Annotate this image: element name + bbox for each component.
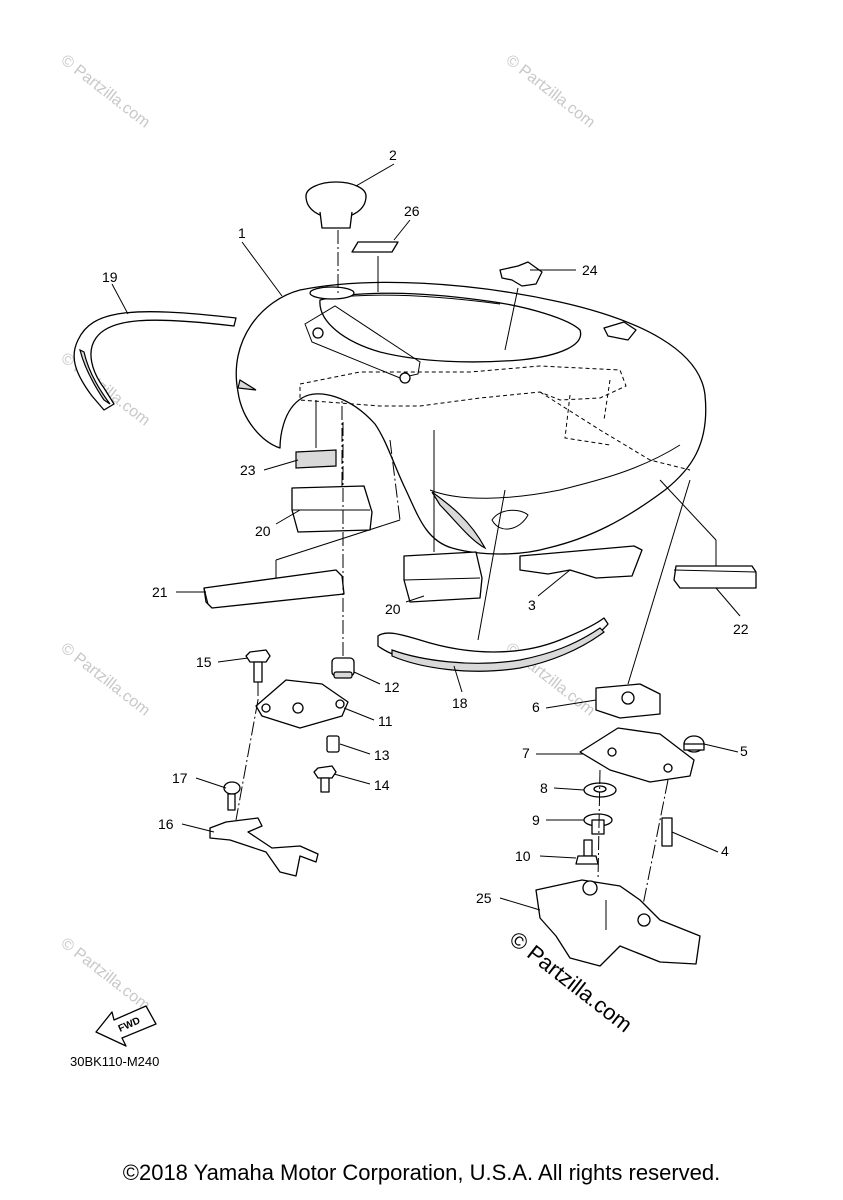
- watermark-text: © Partzilla.com: [58, 935, 153, 1015]
- label-26: [351, 241, 399, 253]
- trim-strip-18: [377, 489, 609, 672]
- damper-22: [659, 479, 757, 589]
- pad-23: [295, 449, 337, 469]
- callout-22: 22: [733, 621, 749, 637]
- callout-3: 3: [528, 597, 536, 613]
- callout-labels: 1 2 3 4 5 6 7 8 9 10 11 12 13 14 15 16 1…: [102, 147, 749, 906]
- callout-26: 26: [404, 203, 420, 219]
- emblem-24: [499, 261, 543, 287]
- callout-25: 25: [476, 890, 492, 906]
- callout-10: 10: [515, 848, 531, 864]
- diagram-code: 30BK110-M240: [70, 1054, 159, 1069]
- bracket-7: [579, 727, 695, 783]
- screw-17: [223, 781, 241, 811]
- bracket-16: [209, 699, 319, 877]
- callout-14: 14: [374, 777, 390, 793]
- mount-6: [595, 479, 691, 719]
- callout-2: 2: [389, 147, 397, 163]
- callout-12: 12: [384, 679, 400, 695]
- callout-11: 11: [378, 713, 393, 729]
- callout-20-lower: 20: [385, 601, 401, 617]
- callout-18: 18: [452, 695, 468, 711]
- bracket-25: [535, 879, 701, 967]
- bolt-15: [245, 649, 271, 700]
- callout-6: 6: [532, 699, 540, 715]
- callout-17: 17: [172, 770, 188, 786]
- copyright-footer: ©2018 Yamaha Motor Corporation, U.S.A. A…: [122, 1160, 721, 1185]
- callout-7: 7: [522, 745, 530, 761]
- watermark-text: © Partzilla.com: [58, 640, 153, 720]
- bolt-10: [575, 839, 599, 865]
- callout-20-upper: 20: [255, 523, 271, 539]
- side-strip-19: [73, 311, 237, 411]
- callout-16: 16: [158, 816, 174, 832]
- callout-24: 24: [582, 262, 598, 278]
- grommet-12: [331, 420, 355, 679]
- fuel-tank: [235, 281, 707, 555]
- callout-15: 15: [196, 654, 212, 670]
- callout-13: 13: [374, 747, 390, 763]
- watermark-text: © Partzilla.com: [503, 52, 598, 132]
- collar-13: [326, 735, 340, 753]
- callout-8: 8: [540, 780, 548, 796]
- fuel-cap: [305, 181, 367, 296]
- callout-23: 23: [240, 462, 256, 478]
- cover-3: [519, 545, 643, 579]
- watermark-text: © Partzilla.com: [58, 52, 153, 132]
- fwd-arrow-icon: FWD: [95, 1005, 157, 1047]
- bolt-14: [313, 765, 337, 793]
- collar-9: [583, 813, 613, 835]
- leader-lines: [111, 163, 741, 911]
- callout-5: 5: [740, 743, 748, 759]
- callout-1: 1: [238, 225, 246, 241]
- callout-9: 9: [532, 812, 540, 828]
- callout-21: 21: [152, 584, 168, 600]
- callout-4: 4: [721, 843, 729, 859]
- damper-21: [203, 439, 401, 609]
- bracket-11: [255, 679, 349, 729]
- callout-19: 19: [102, 269, 118, 285]
- nut-5: [683, 735, 705, 753]
- damper-20-lower: [403, 430, 483, 603]
